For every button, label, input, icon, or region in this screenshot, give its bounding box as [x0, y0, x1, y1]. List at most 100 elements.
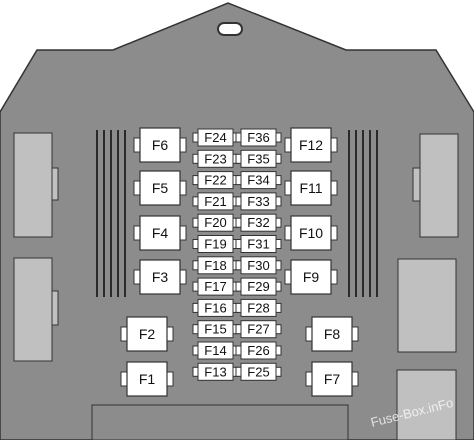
- fuse-label: F4: [152, 225, 169, 241]
- fuse-label: F32: [247, 215, 269, 230]
- fuse-label: F8: [324, 326, 341, 342]
- fuse-label: F35: [247, 151, 269, 166]
- fuse-label: F23: [204, 151, 226, 166]
- fuse-f32[interactable]: F32: [235, 213, 282, 232]
- right-connector-upper: [412, 133, 459, 238]
- fuse-f22[interactable]: F22: [192, 171, 239, 190]
- fuse-body: [197, 128, 234, 147]
- fuse-f6[interactable]: F6: [133, 127, 187, 163]
- fuse-f9[interactable]: F9: [284, 259, 338, 295]
- fuse-f21[interactable]: F21: [192, 192, 239, 211]
- fuse-f17[interactable]: F17: [192, 277, 239, 296]
- fuse-label: F22: [204, 173, 226, 188]
- fuse-f31[interactable]: F31: [235, 235, 282, 253]
- fuse-body: [290, 170, 332, 206]
- fuse-f8[interactable]: F8: [305, 316, 359, 352]
- fuse-body: [197, 171, 234, 190]
- fuse-body: [290, 259, 332, 295]
- fuse-f7[interactable]: F7: [305, 361, 359, 397]
- right-connector-bottom: [396, 369, 457, 440]
- fuse-f1[interactable]: F1: [120, 361, 174, 397]
- fuse-f24[interactable]: F24: [192, 128, 239, 147]
- fuse-label: F21: [204, 194, 226, 209]
- fuse-f34[interactable]: F34: [235, 171, 282, 190]
- fuse-label: F29: [247, 279, 269, 294]
- fuse-label: F12: [299, 137, 323, 153]
- fuse-label: F7: [324, 371, 341, 387]
- fuse-f3[interactable]: F3: [133, 259, 187, 295]
- fuse-label: F17: [204, 279, 226, 294]
- fuse-label: F27: [247, 322, 269, 337]
- mounting-hole: [217, 22, 243, 36]
- fuse-body: [311, 361, 353, 397]
- fuse-f26[interactable]: F26: [235, 341, 282, 360]
- fuse-f28[interactable]: F28: [235, 298, 282, 317]
- fuse-body: [240, 213, 277, 232]
- fuse-body: [240, 320, 277, 339]
- fuse-label: F6: [152, 137, 169, 153]
- fuse-body: [240, 298, 277, 317]
- fuse-f10[interactable]: F10: [284, 215, 338, 251]
- fuse-f36[interactable]: F36: [235, 128, 282, 147]
- fuse-body: [197, 298, 234, 317]
- fuse-f27[interactable]: F27: [235, 320, 282, 339]
- fuse-label: F24: [204, 130, 226, 145]
- fuse-body: [240, 192, 277, 211]
- fuse-f20[interactable]: F20: [192, 213, 239, 232]
- fuse-label: F3: [152, 269, 169, 285]
- fuse-body: [139, 127, 181, 163]
- fuse-body: [240, 256, 277, 275]
- fuse-label: F10: [299, 225, 323, 241]
- fuse-f30[interactable]: F30: [235, 256, 282, 275]
- bottom-connector: [91, 404, 349, 440]
- fuse-f4[interactable]: F4: [133, 215, 187, 251]
- fuse-f13[interactable]: F13: [192, 362, 239, 381]
- fuse-f2[interactable]: F2: [120, 316, 174, 352]
- fuse-label: F11: [299, 180, 322, 196]
- fuse-f23[interactable]: F23: [192, 149, 239, 168]
- fuse-label: F31: [247, 237, 269, 252]
- fuse-f25[interactable]: F25: [235, 362, 282, 381]
- fuse-f15[interactable]: F15: [192, 320, 239, 339]
- fuse-body: [197, 362, 234, 381]
- fuse-body: [197, 192, 234, 211]
- fuse-label: F1: [139, 371, 156, 387]
- fuse-body: [197, 256, 234, 275]
- fuse-f5[interactable]: F5: [133, 170, 187, 206]
- fuse-body: [197, 149, 234, 168]
- fuse-body: [240, 171, 277, 190]
- fuse-f29[interactable]: F29: [235, 277, 282, 296]
- fuse-layout: F6F5F4F3F12F11F10F9F2F1F8F7F24F23F22F21F…: [120, 127, 359, 397]
- fuse-body: [240, 362, 277, 381]
- fuse-body: [311, 316, 353, 352]
- fuse-f16[interactable]: F16: [192, 298, 239, 317]
- fuse-body: [240, 235, 277, 253]
- fuse-label: F5: [152, 180, 169, 196]
- fuse-f11[interactable]: F11: [284, 170, 338, 206]
- rib-stripes: [96, 130, 378, 297]
- fuse-f35[interactable]: F35: [235, 149, 282, 168]
- fuse-body: [139, 170, 181, 206]
- fuse-f19[interactable]: F19: [192, 235, 239, 253]
- fuse-label: F30: [247, 258, 269, 273]
- left-connector-lower: [13, 257, 59, 362]
- fuse-body: [290, 127, 332, 163]
- fuse-body: [139, 215, 181, 251]
- fuse-label: F33: [247, 194, 269, 209]
- fuse-label: F15: [204, 322, 226, 337]
- fuse-label: F16: [204, 300, 226, 315]
- fuse-label: F36: [247, 130, 269, 145]
- fuse-body: [139, 259, 181, 295]
- right-connector-lower: [397, 258, 457, 353]
- fuse-f12[interactable]: F12: [284, 127, 338, 163]
- fuse-f14[interactable]: F14: [192, 341, 239, 360]
- fuse-label: F14: [204, 343, 226, 358]
- fuse-body: [197, 341, 234, 360]
- fuse-body: [197, 320, 234, 339]
- fuse-f33[interactable]: F33: [235, 192, 282, 211]
- fuse-body: [126, 316, 168, 352]
- fuse-label: F18: [204, 258, 226, 273]
- fuse-f18[interactable]: F18: [192, 256, 239, 275]
- fuse-label: F34: [247, 173, 269, 188]
